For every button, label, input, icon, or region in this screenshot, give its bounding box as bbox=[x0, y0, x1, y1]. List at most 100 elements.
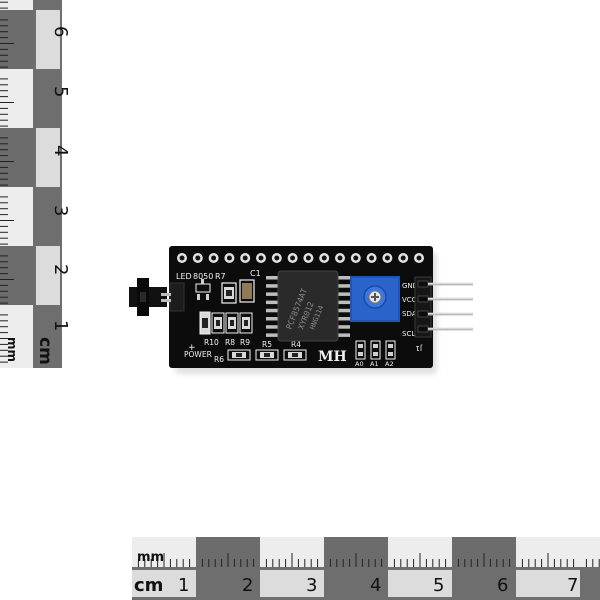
chip-pin bbox=[337, 284, 350, 288]
transistor-leg bbox=[201, 279, 204, 284]
header-hole-center bbox=[337, 255, 343, 261]
label-r6: R6 bbox=[214, 355, 224, 364]
header-pin bbox=[428, 327, 473, 331]
horizontal-ruler-number-cell bbox=[388, 570, 452, 597]
header-pin-socket bbox=[417, 295, 429, 303]
pcf8574-chip: PCF8574AT XYR012 HNG114 bbox=[266, 270, 350, 342]
vertical-ruler-unit-mm: mm bbox=[5, 337, 19, 362]
horizontal-ruler: mm cm 1 2 3 4 5 6 7 bbox=[132, 537, 600, 600]
header-hole-center bbox=[211, 255, 217, 261]
vertical-ruler-number-cell bbox=[36, 10, 60, 69]
resistor-r8 bbox=[211, 312, 225, 334]
vertical-ruler-number: 3 bbox=[50, 205, 71, 216]
header-hole-center bbox=[274, 255, 280, 261]
horizontal-ruler-number-cell bbox=[132, 570, 196, 597]
header-pin bbox=[428, 312, 473, 316]
label-gnd: GND bbox=[402, 282, 418, 290]
contrast-potentiometer bbox=[350, 276, 400, 322]
label-8050: 8050 bbox=[193, 272, 213, 281]
header-pin-socket bbox=[417, 325, 429, 333]
resistor-r10 bbox=[199, 311, 211, 335]
header-hole-center bbox=[353, 255, 359, 261]
label-j1: J1 bbox=[415, 344, 423, 352]
vertical-ruler-segment bbox=[0, 187, 33, 246]
header-hole-center bbox=[369, 255, 375, 261]
chip-pin bbox=[266, 292, 279, 296]
header-hole-center bbox=[384, 255, 390, 261]
vertical-ruler-segment bbox=[0, 128, 33, 187]
label-power: POWER bbox=[184, 350, 212, 359]
resistor-r5 bbox=[255, 349, 279, 361]
chip-pin bbox=[337, 325, 350, 329]
header-pin-highlight bbox=[428, 312, 473, 314]
chip-pin bbox=[337, 292, 350, 296]
vertical-ruler-segment bbox=[0, 305, 33, 368]
vertical-ruler-unit-cm: cm bbox=[35, 337, 55, 365]
label-r8: R8 bbox=[225, 338, 235, 347]
transistor-leg bbox=[197, 294, 200, 300]
label-r10: R10 bbox=[204, 338, 219, 347]
vertical-ruler-number-cell bbox=[36, 246, 60, 305]
header-hole-center bbox=[242, 255, 248, 261]
horizontal-ruler-number: 1 bbox=[178, 575, 189, 596]
label-r9: R9 bbox=[240, 338, 250, 347]
header-pin-socket bbox=[417, 310, 429, 318]
horizontal-ruler-number: 2 bbox=[242, 575, 253, 596]
resistor-r4 bbox=[283, 349, 307, 361]
chip-pin bbox=[266, 284, 279, 288]
header-pin-highlight bbox=[428, 297, 473, 299]
label-vcc: VCC bbox=[402, 296, 417, 304]
chip-pin bbox=[337, 308, 350, 313]
horizontal-ruler-ticks bbox=[137, 553, 600, 567]
chip-pin bbox=[266, 300, 279, 305]
header-pin bbox=[428, 297, 473, 301]
transistor-leg bbox=[206, 294, 209, 300]
label-plus: + bbox=[188, 343, 196, 353]
chip-pin bbox=[337, 333, 350, 337]
vertical-ruler-number: 1 bbox=[50, 320, 71, 331]
resistor-r6 bbox=[227, 349, 251, 361]
header-hole-center bbox=[416, 255, 422, 261]
header-housing bbox=[414, 276, 432, 338]
jumper-pin bbox=[161, 299, 171, 302]
chip-pin bbox=[266, 333, 279, 337]
pot-slot bbox=[374, 293, 376, 301]
header-pin-highlight bbox=[428, 282, 473, 284]
label-r7: R7 bbox=[215, 272, 226, 281]
vertical-ruler-number: 2 bbox=[50, 264, 71, 275]
transistor-8050 bbox=[195, 279, 211, 300]
header-hole-row bbox=[177, 253, 424, 263]
label-led: LED bbox=[176, 272, 192, 281]
header-pin-socket bbox=[417, 280, 429, 288]
header-hole-center bbox=[321, 255, 327, 261]
capacitor-c1 bbox=[239, 279, 255, 303]
i2c-header bbox=[414, 276, 473, 338]
horizontal-ruler-number-cell bbox=[260, 570, 324, 597]
vertical-ruler-ticks bbox=[0, 1, 14, 363]
horizontal-ruler-number: 7 bbox=[567, 575, 578, 596]
header-pin-highlight bbox=[428, 327, 473, 329]
horizontal-ruler-unit-cm: cm bbox=[134, 575, 163, 596]
horizontal-ruler-number: 5 bbox=[433, 575, 444, 596]
address-jumpers bbox=[355, 340, 396, 360]
chip-body bbox=[277, 270, 339, 342]
vertical-ruler-number-cell bbox=[36, 128, 60, 187]
vertical-ruler-number: 5 bbox=[50, 86, 71, 97]
chip-pin bbox=[337, 317, 350, 321]
chip-pin bbox=[266, 325, 279, 329]
label-a2: A2 bbox=[385, 360, 394, 368]
label-a1: A1 bbox=[370, 360, 379, 368]
header-hole-center bbox=[400, 255, 406, 261]
i2c-lcd-adapter-board: LED 8050 R7 C1 bbox=[129, 246, 473, 374]
chip-pin bbox=[337, 276, 350, 280]
resistor-r9 bbox=[225, 312, 239, 334]
resistor-extra bbox=[239, 312, 253, 334]
horizontal-ruler-number-cell bbox=[516, 570, 580, 597]
resistor-r7 bbox=[221, 282, 237, 304]
label-sda: SDA bbox=[402, 310, 417, 318]
header-pin bbox=[428, 282, 473, 286]
label-r5: R5 bbox=[262, 340, 272, 349]
label-a0: A0 bbox=[355, 360, 364, 368]
brand-mh: MH bbox=[318, 349, 347, 365]
horizontal-ruler-number: 6 bbox=[497, 575, 508, 596]
